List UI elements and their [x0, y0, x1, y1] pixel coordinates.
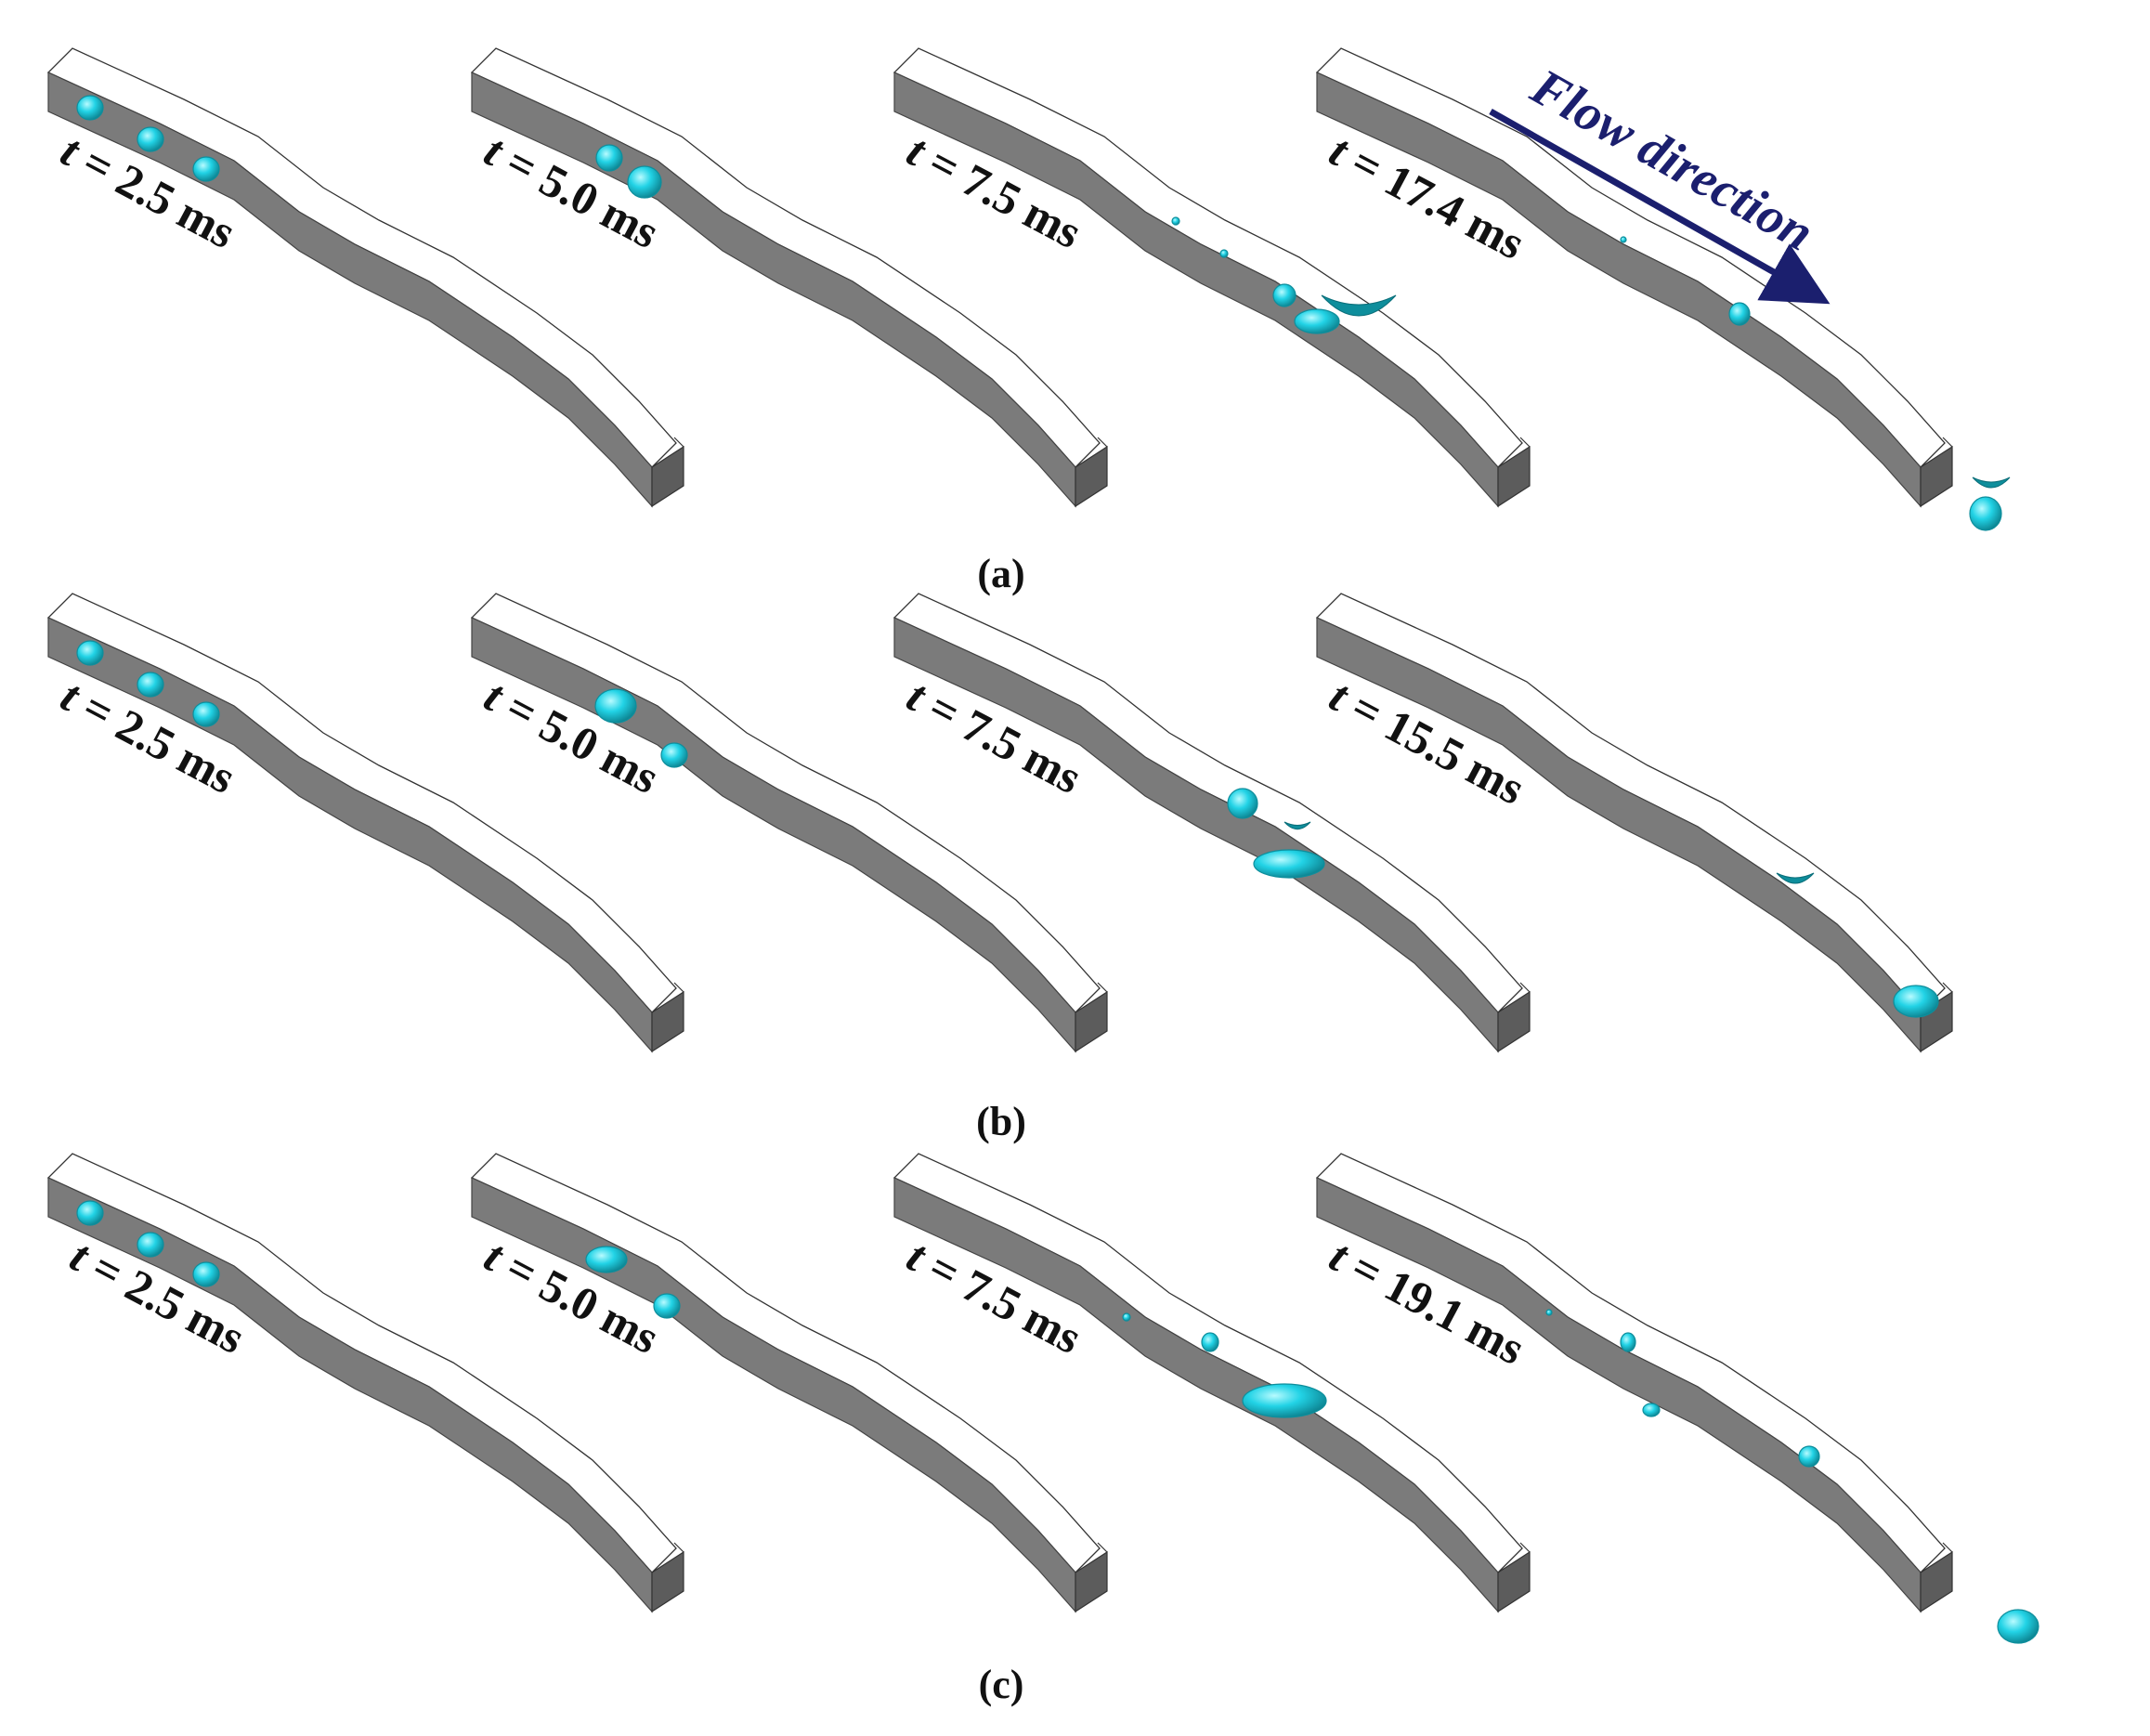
droplet — [192, 1261, 220, 1287]
channel-r2-c1 — [470, 1153, 1108, 1613]
droplet — [192, 156, 220, 182]
channel-outlet-edge — [1097, 1542, 1108, 1553]
droplets-layer — [76, 95, 2039, 1644]
channel-outlet-edge — [673, 1542, 684, 1553]
droplet — [1294, 308, 1340, 334]
channel-outlet-cap — [1075, 445, 1108, 508]
droplet — [1272, 283, 1297, 307]
channel-outlet-edge — [673, 437, 684, 448]
droplet — [585, 1246, 628, 1273]
droplet — [1201, 1332, 1219, 1352]
droplet — [76, 640, 104, 666]
droplet — [192, 701, 220, 727]
panel-label-b: (b) — [976, 1099, 1026, 1144]
channel-outlet-edge — [1942, 437, 1953, 448]
droplet-fragment — [1972, 476, 2011, 489]
channels-layer — [46, 47, 1953, 1613]
droplet — [594, 688, 637, 724]
droplet — [1242, 1383, 1327, 1418]
droplet — [76, 95, 104, 121]
droplet — [1893, 985, 1939, 1018]
channel-side-wall — [1316, 1177, 1922, 1613]
channel-outlet-cap — [651, 1550, 684, 1613]
channel-r1-c0 — [46, 593, 684, 1053]
channel-r2-c2 — [893, 1153, 1531, 1613]
droplet — [627, 165, 662, 199]
channel-outlet-cap — [1920, 445, 1953, 508]
panel-label-a: (a) — [977, 551, 1024, 596]
droplet — [1253, 849, 1325, 879]
droplet — [660, 742, 688, 768]
flow-direction-arrow — [1489, 108, 1831, 305]
channel-outlet-cap — [1075, 990, 1108, 1053]
channel-outlet-cap — [1920, 1550, 1953, 1613]
channel-r0-c2 — [893, 47, 1531, 508]
channel-outlet-cap — [651, 990, 684, 1053]
channel-outlet-edge — [1519, 982, 1531, 993]
channel-r1-c3 — [1315, 593, 1953, 1053]
channel-r2-c0 — [46, 1153, 684, 1613]
droplet — [1227, 788, 1258, 819]
channel-outlet-edge — [1942, 1542, 1953, 1553]
channel-r0-c1 — [470, 47, 1108, 508]
droplet — [137, 1232, 164, 1258]
channel-outlet-edge — [1519, 1542, 1531, 1553]
droplet — [1620, 236, 1627, 243]
channel-outlet-edge — [1097, 437, 1108, 448]
channel-outlet-edge — [673, 982, 684, 993]
channel-outlet-cap — [1075, 1550, 1108, 1613]
droplet — [1620, 1332, 1636, 1352]
channel-outlet-cap — [1497, 990, 1531, 1053]
channel-outlet-edge — [1942, 982, 1953, 993]
droplet — [1969, 496, 2002, 531]
droplet — [137, 672, 164, 698]
droplet — [1122, 1312, 1131, 1322]
channel-r2-c3 — [1315, 1153, 1953, 1613]
droplet — [1997, 1609, 2039, 1644]
channel-outlet-cap — [1920, 990, 1953, 1053]
channel-r1-c2 — [893, 593, 1531, 1053]
channel-r0-c0 — [46, 47, 684, 508]
droplet-fragment — [1776, 872, 1815, 884]
panel-label-c: (c) — [979, 1662, 1024, 1707]
droplet-fragment — [1283, 821, 1311, 830]
channel-outlet-cap — [1497, 445, 1531, 508]
droplet — [595, 144, 623, 172]
channel-side-wall — [1316, 617, 1922, 1053]
droplet — [1545, 1309, 1553, 1316]
channel-outlet-cap — [651, 445, 684, 508]
droplet — [1728, 302, 1751, 326]
droplet — [1798, 1445, 1820, 1468]
droplet — [76, 1200, 104, 1226]
droplet — [1171, 216, 1180, 226]
droplet — [137, 126, 164, 152]
droplet — [1219, 249, 1229, 258]
channel-outlet-edge — [1519, 437, 1531, 448]
channel-outlet-edge — [1097, 982, 1108, 993]
droplet — [653, 1293, 681, 1319]
droplet-filament — [1321, 294, 1397, 317]
droplet — [1642, 1403, 1661, 1417]
channel-outlet-cap — [1497, 1550, 1531, 1613]
channel-r0-c3 — [1315, 47, 1953, 508]
